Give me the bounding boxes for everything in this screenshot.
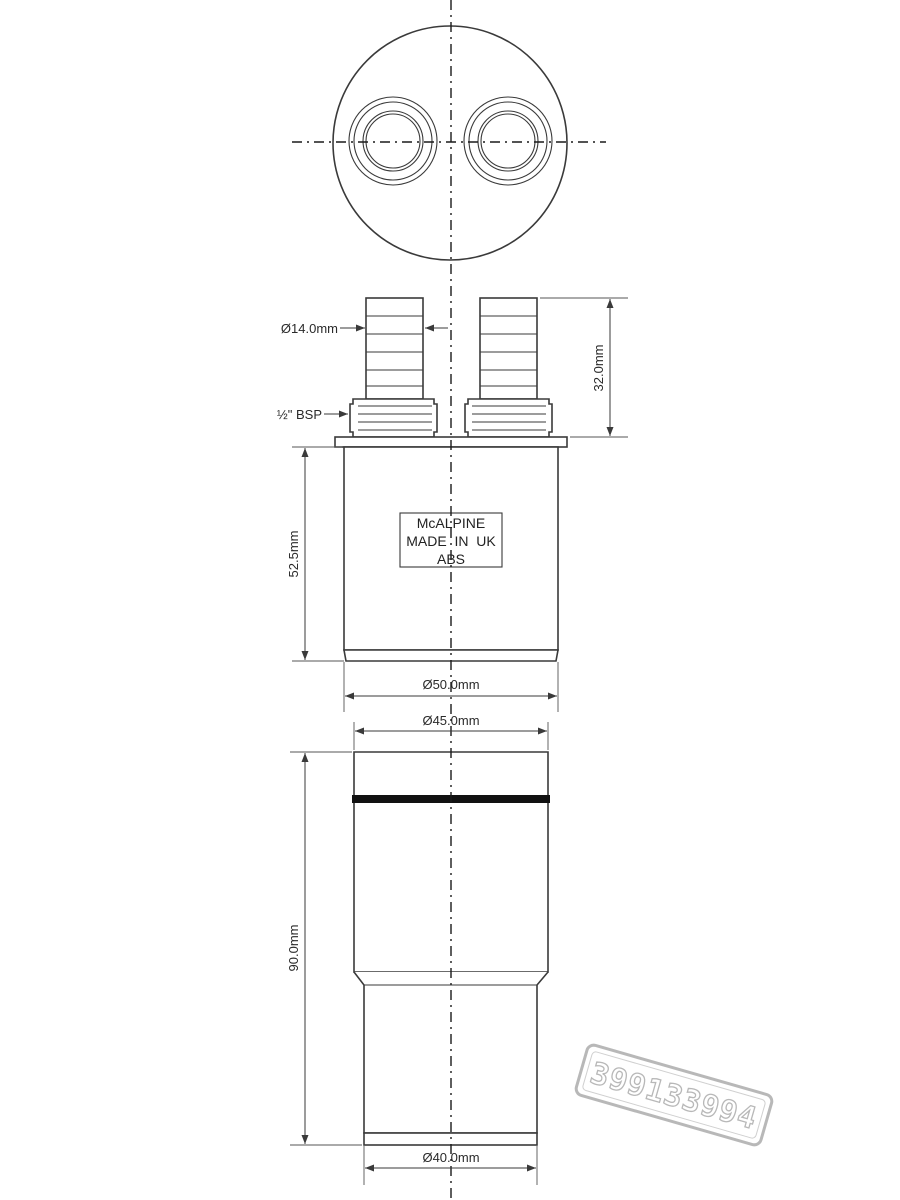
right-bsp-thread (464, 398, 553, 438)
adapter-height-label: 90.0mm (286, 925, 301, 972)
thread-label: ½" BSP (277, 407, 322, 422)
dimension-thread: ½" BSP (277, 407, 348, 422)
left-hose-spigot (349, 297, 438, 438)
right-hose-spigot (464, 297, 553, 438)
dimension-spigot-diameter: Ø14.0mm (281, 321, 448, 336)
watermark-stamp: 399133994 (574, 1043, 774, 1147)
spigot-diameter-label: Ø14.0mm (281, 321, 338, 336)
body-bottom-lip (343, 649, 559, 662)
left-bsp-thread (349, 398, 438, 438)
body-inner-diameter-label: Ø45.0mm (422, 713, 479, 728)
top-view (292, 25, 606, 261)
dimension-body-inner-diameter: Ø45.0mm (353, 713, 549, 750)
dimension-adapter-tail-diameter: Ø40.0mm (363, 1146, 538, 1185)
spigot-height-label: 32.0mm (591, 345, 606, 392)
adapter-tail-diameter-label: Ø40.0mm (422, 1150, 479, 1165)
body-height-label: 52.5mm (286, 531, 301, 578)
dimension-adapter-height: 90.0mm (286, 751, 362, 1146)
body-outer-diameter-label: Ø50.0mm (422, 677, 479, 692)
top-view-left-port (348, 96, 438, 186)
label-line-2: MADE IN UK (406, 533, 496, 549)
top-view-right-port (463, 96, 553, 186)
dimension-body-outer-diameter: Ø50.0mm (343, 662, 559, 712)
dimension-body-height: 52.5mm (286, 446, 344, 662)
dimension-spigot-height: 32.0mm (540, 297, 628, 438)
